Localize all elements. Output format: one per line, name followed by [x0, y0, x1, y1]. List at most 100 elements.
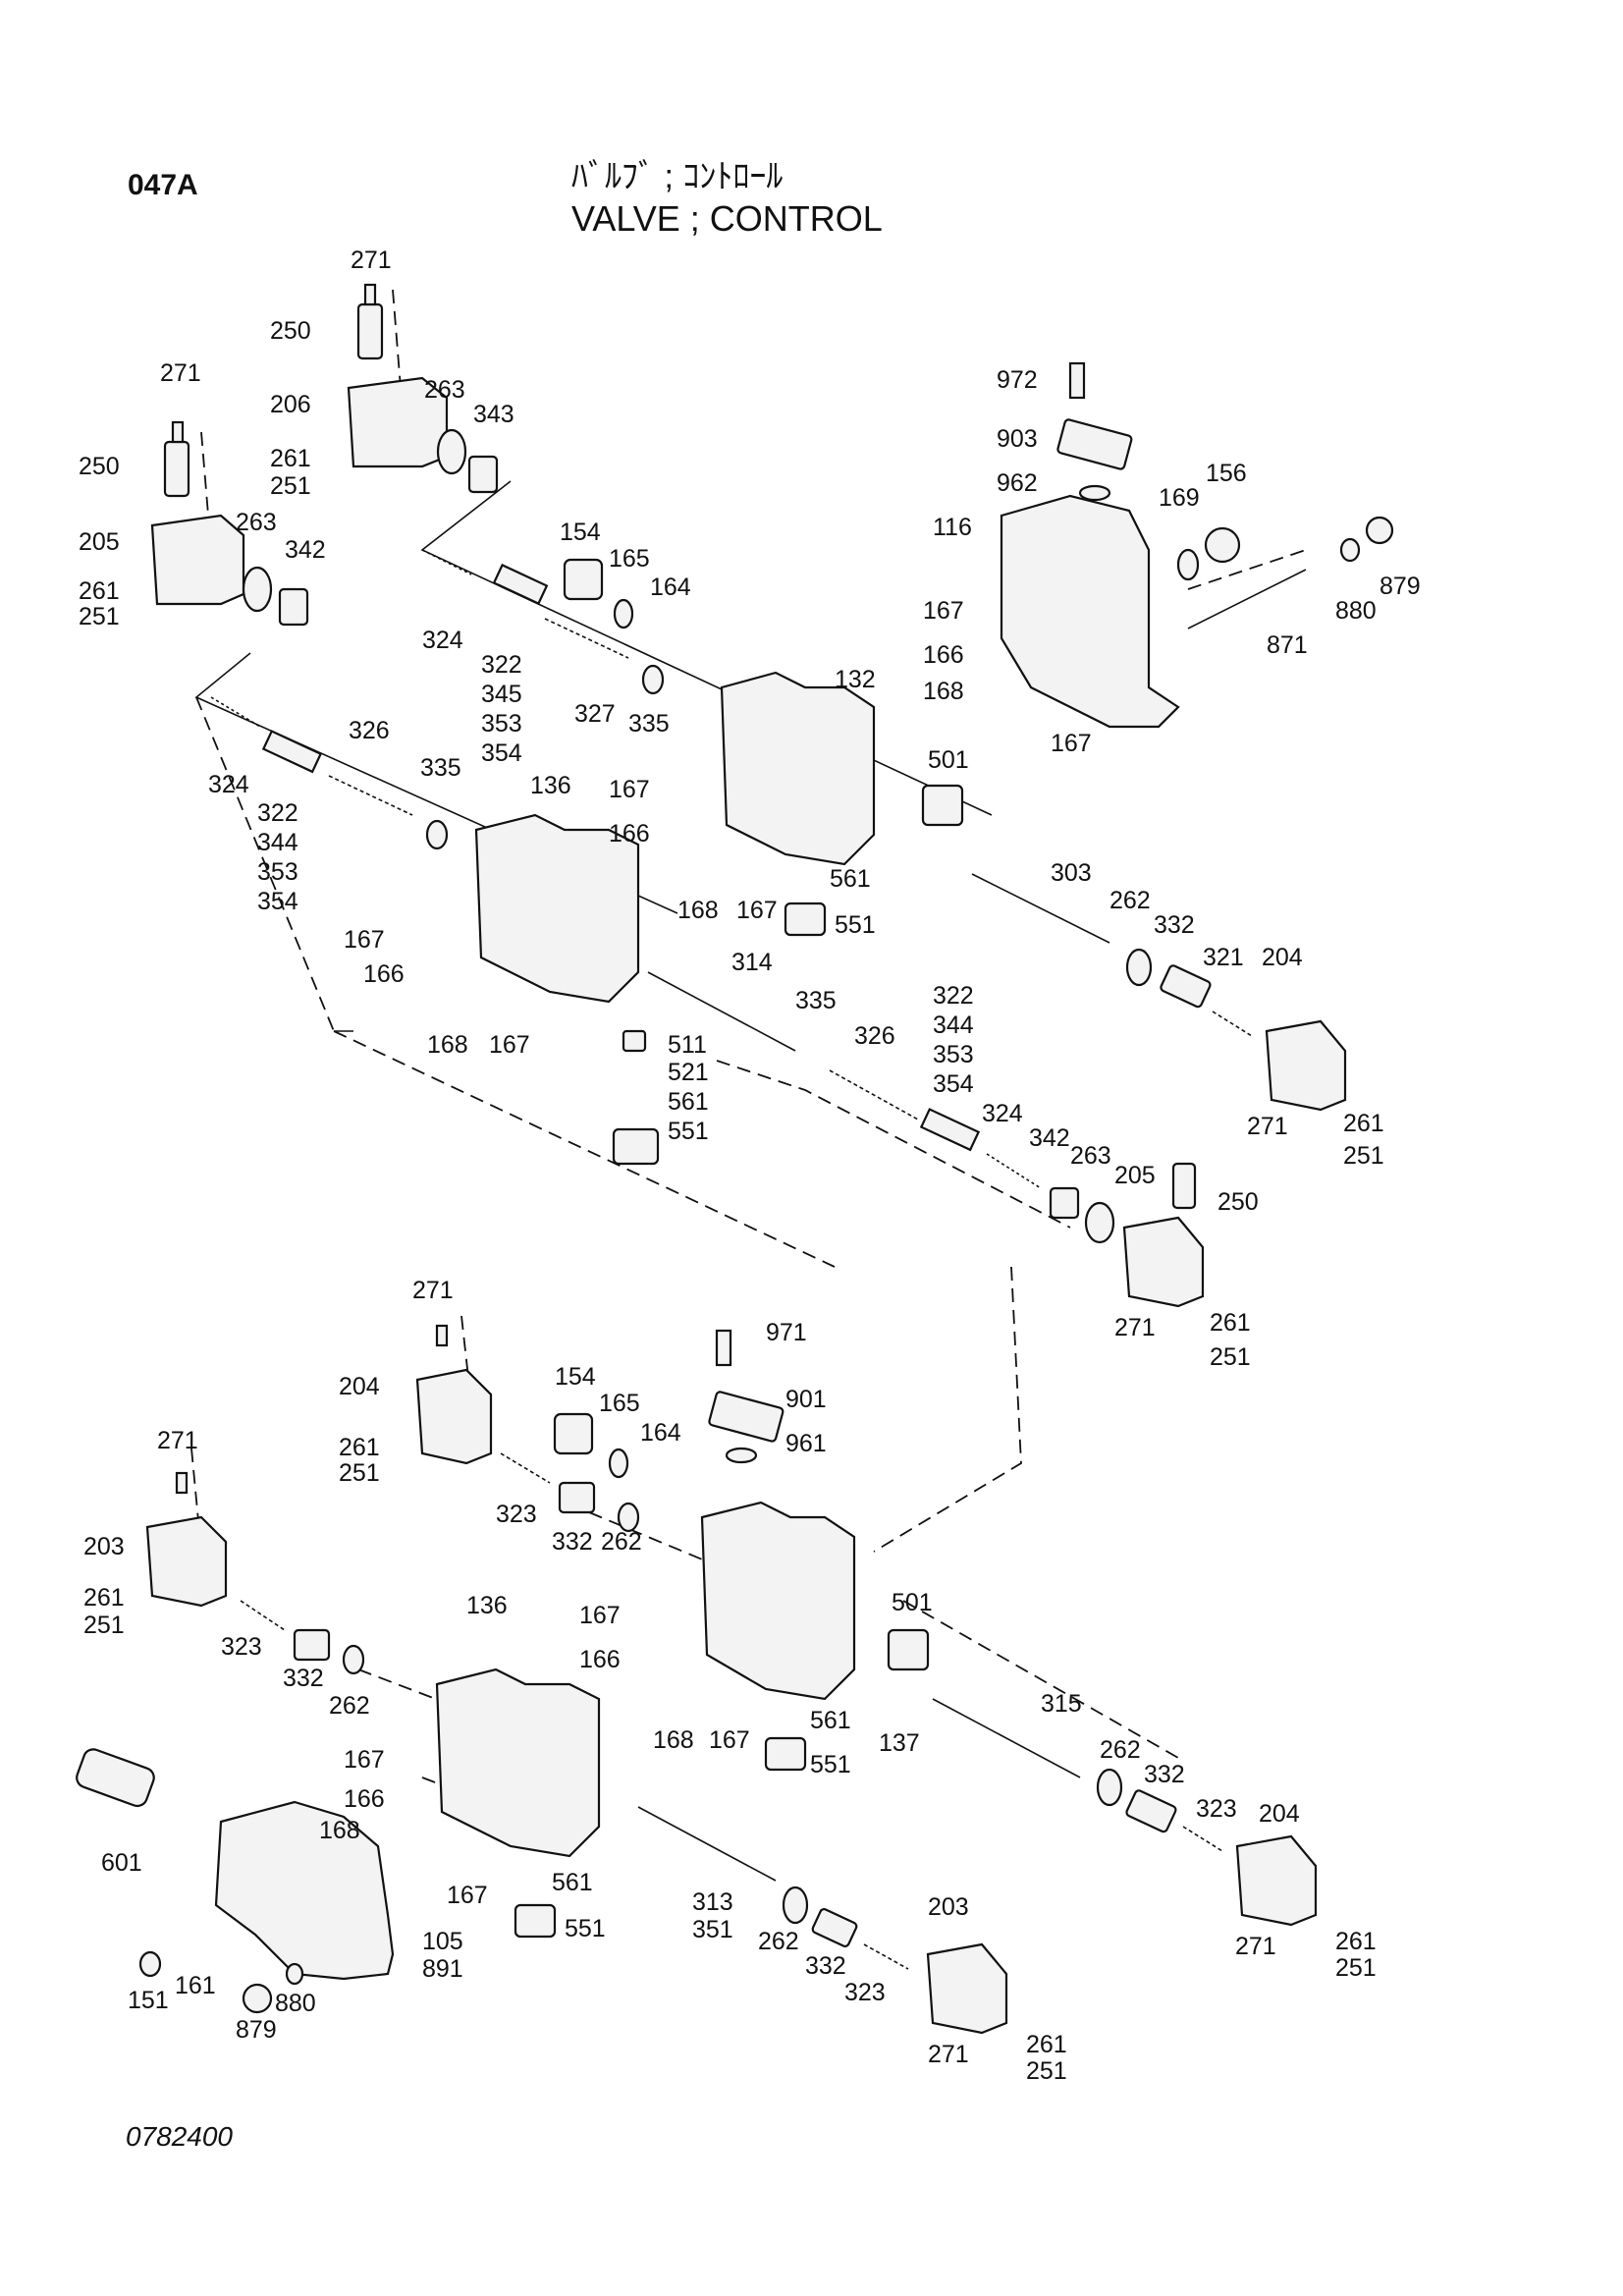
- callout-label: 551: [835, 911, 876, 939]
- callout-label: 551: [668, 1118, 709, 1145]
- oring-263-a: [436, 428, 467, 475]
- callout-label: 154: [560, 519, 601, 546]
- plug-154-b: [553, 1412, 594, 1455]
- callout-label: 261: [1343, 1110, 1384, 1137]
- callout-label: 324: [982, 1100, 1023, 1127]
- callout-label: 154: [555, 1363, 596, 1391]
- washer-880-a: [1339, 537, 1361, 563]
- plate-903: [1056, 418, 1133, 470]
- oring-165-b: [608, 1448, 629, 1479]
- nut-879-a: [1365, 516, 1394, 545]
- upper-parts: [150, 283, 1394, 1308]
- housing-204-b: [415, 1368, 493, 1465]
- nut-879-b: [242, 1983, 273, 2014]
- oring-262-e: [782, 1886, 809, 1925]
- callout-label: 168: [653, 1726, 694, 1754]
- callout-label: 262: [329, 1692, 370, 1720]
- page-code: 047A: [128, 169, 198, 201]
- callout-label: 561: [552, 1869, 593, 1896]
- callout-label: 271: [412, 1277, 454, 1304]
- callout-label: 136: [530, 772, 571, 799]
- bolt-271-c: [435, 1324, 449, 1347]
- plug-156: [1204, 526, 1241, 564]
- callout-label: 204: [339, 1373, 380, 1400]
- spring-323-c: [1182, 1826, 1223, 1852]
- callout-label: 168: [923, 678, 964, 705]
- valve-block-105: [214, 1800, 395, 1981]
- callout-label: 271: [1247, 1113, 1288, 1140]
- plug-601: [76, 1748, 155, 1808]
- rod-871: [1187, 569, 1307, 629]
- callout-label: 601: [101, 1849, 142, 1877]
- callout-label: 251: [79, 603, 120, 630]
- piston-343: [467, 455, 499, 494]
- plug-154-a: [563, 558, 604, 601]
- callout-label: 168: [319, 1817, 360, 1844]
- callout-label: 335: [795, 987, 837, 1014]
- callout-label: 262: [1100, 1736, 1141, 1764]
- washer-880-b: [285, 1962, 304, 1986]
- callout-label: 354: [481, 739, 522, 767]
- callout-label: 137: [879, 1729, 920, 1757]
- callout-label: 261: [339, 1434, 380, 1461]
- plug-551-b: [612, 1127, 660, 1166]
- spring-323-a: [500, 1452, 551, 1484]
- oring-263-c: [1084, 1201, 1115, 1244]
- callout-label: 167: [736, 897, 778, 924]
- callout-label: 326: [854, 1022, 895, 1050]
- callout-label: 261: [83, 1584, 125, 1612]
- callout-label: 166: [579, 1646, 621, 1673]
- callout-label: 971: [766, 1319, 807, 1346]
- callout-label: 332: [1154, 911, 1195, 939]
- piston-332-c: [293, 1628, 331, 1662]
- callout-label: 262: [601, 1528, 642, 1556]
- housing-205-b: [1122, 1216, 1205, 1308]
- callout-label: 166: [363, 960, 405, 988]
- callout-label: 335: [628, 710, 670, 738]
- callout-label: 323: [844, 1979, 886, 2006]
- callout-label: 167: [609, 776, 650, 803]
- spool-322-c: [919, 1108, 981, 1152]
- callout-label: 880: [1335, 597, 1377, 625]
- piston-342-b: [1049, 1186, 1080, 1220]
- callout-label: 521: [668, 1059, 709, 1086]
- spring-323-b: [240, 1600, 286, 1631]
- callout-label: 561: [830, 865, 871, 893]
- callout-label: 261: [1026, 2031, 1067, 2058]
- spool-315: [932, 1698, 1081, 1778]
- callout-label: 167: [923, 597, 964, 625]
- callout-label: 251: [339, 1459, 380, 1487]
- spring-321: [1212, 1011, 1253, 1037]
- callout-label: 891: [422, 1955, 463, 1983]
- bolt-271-a: [363, 283, 377, 306]
- callout-label: 167: [1051, 730, 1092, 757]
- plug-551-d: [514, 1903, 557, 1939]
- callout-labels: 271 250 206 263 343 261 251 271 250 205 …: [79, 246, 1421, 2085]
- bolt-271-b: [171, 420, 185, 444]
- callout-label: 261: [270, 445, 311, 472]
- callout-label: 511: [668, 1031, 707, 1059]
- callout-label: 132: [835, 666, 876, 693]
- plug-151: [138, 1950, 162, 1978]
- callout-label: 323: [221, 1633, 262, 1661]
- housing-204-a: [1265, 1019, 1347, 1112]
- washer-335-b: [425, 819, 449, 850]
- plug-511: [622, 1029, 647, 1053]
- callout-label: 332: [1144, 1761, 1185, 1788]
- callout-label: 322: [933, 982, 974, 1010]
- callout-label: 322: [257, 799, 298, 827]
- oring-165-a: [613, 598, 634, 629]
- valve-block-132: [720, 671, 876, 866]
- callout-label: 263: [236, 509, 277, 536]
- callout-label: 166: [923, 641, 964, 669]
- piston-342-a: [278, 587, 309, 627]
- spool-314: [647, 971, 796, 1052]
- spool-313: [637, 1806, 777, 1882]
- piston-332-b: [558, 1481, 596, 1514]
- callout-label: 251: [83, 1612, 125, 1639]
- callout-label: 903: [997, 425, 1038, 453]
- callout-label: 879: [1380, 573, 1421, 600]
- callout-label: 322: [481, 651, 522, 679]
- callout-label: 561: [810, 1707, 851, 1734]
